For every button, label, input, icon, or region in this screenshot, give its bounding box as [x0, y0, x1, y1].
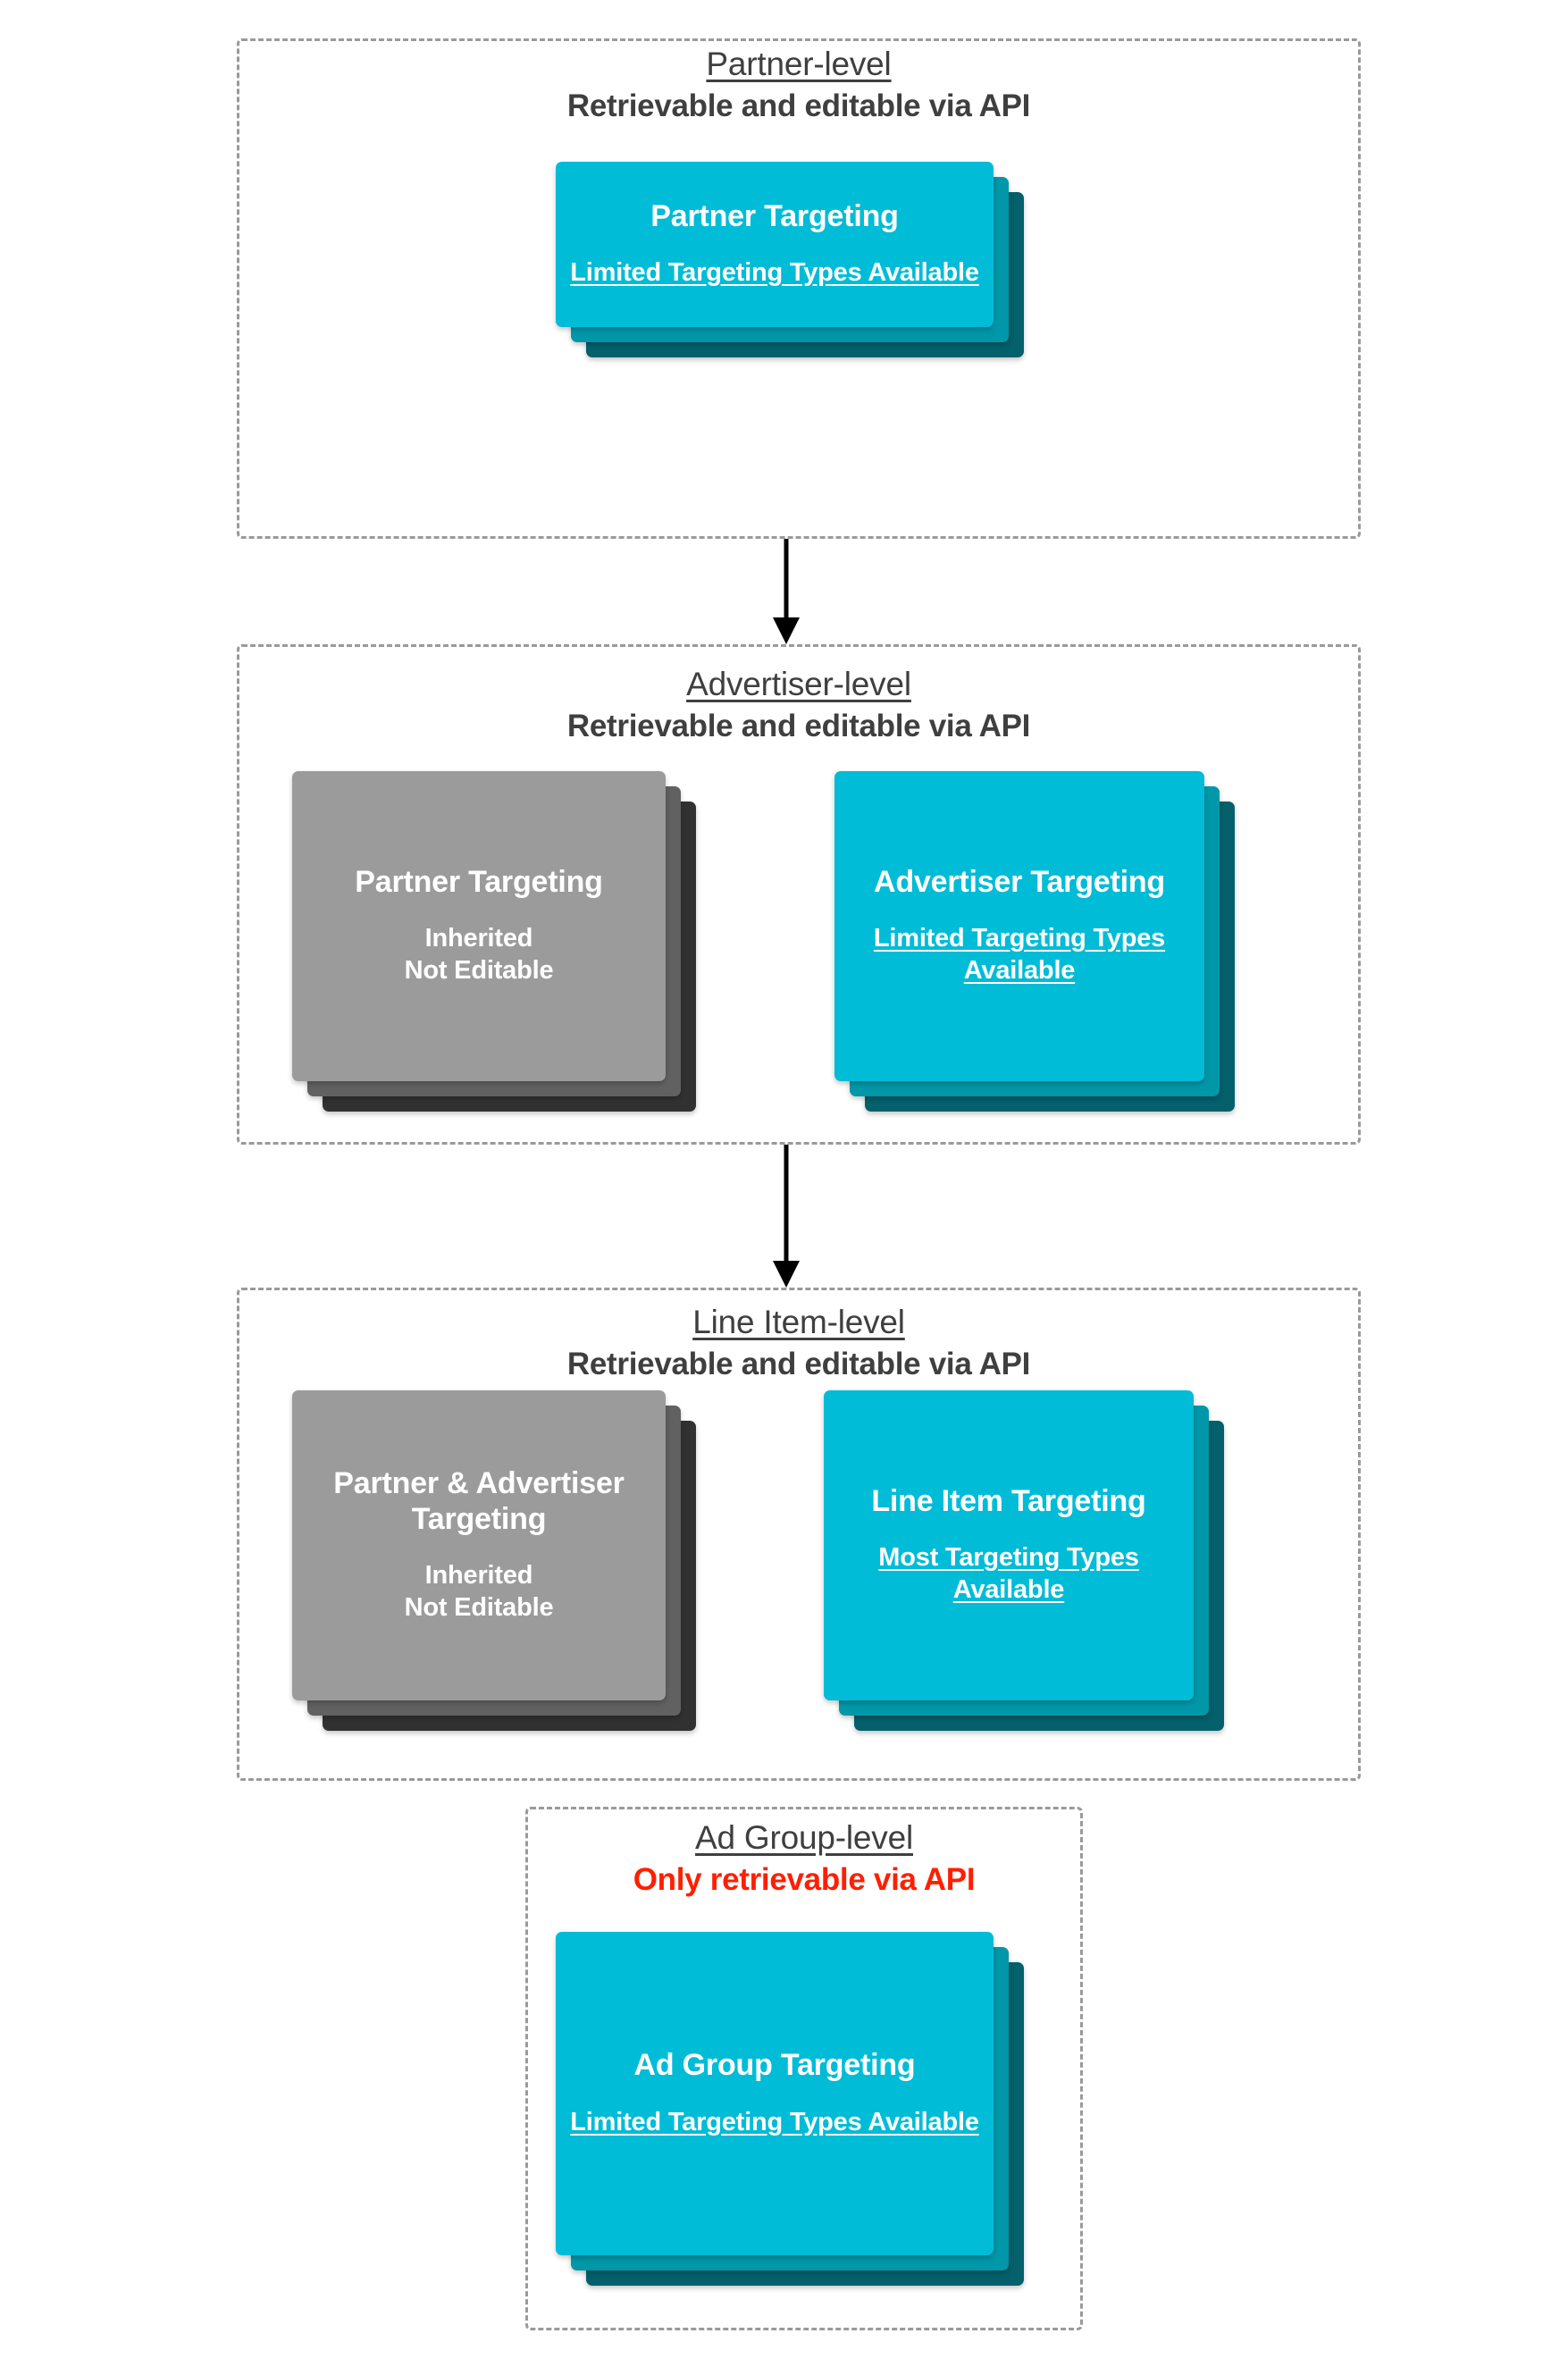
card-title: Ad Group Targeting: [633, 2048, 916, 2083]
card-title: Partner & Advertiser Targeting: [333, 1466, 625, 1536]
card-stack-advertiser-targeting[interactable]: Advertiser Targeting Limited Targeting T…: [834, 771, 1254, 1115]
card-front-inherited-partner-targeting[interactable]: Partner Targeting Inherited Not Editable: [292, 771, 666, 1081]
card-stack-line-item-targeting[interactable]: Line Item Targeting Most Targeting Types…: [824, 1390, 1244, 1734]
card-front-line-item-targeting[interactable]: Line Item Targeting Most Targeting Types…: [824, 1390, 1194, 1700]
card-stack-inherited-partner-advertiser-targeting[interactable]: Partner & Advertiser Targeting Inherited…: [292, 1390, 712, 1734]
card-subtitle: Inherited Not Editable: [404, 1560, 554, 1622]
card-front-advertiser-targeting[interactable]: Advertiser Targeting Limited Targeting T…: [834, 771, 1204, 1081]
level-container-line-item: [237, 1288, 1361, 1781]
connector-advertiser-to-line-item: [768, 1145, 804, 1288]
card-subtitle: Inherited Not Editable: [404, 924, 554, 986]
connector-partner-to-advertiser: [768, 539, 804, 644]
card-subtitle: Most Targeting Types Available: [878, 1543, 1139, 1605]
card-title: Partner Targeting: [650, 198, 899, 233]
card-subtitle: Limited Targeting Types Available: [873, 924, 1166, 986]
card-subtitle: Limited Targeting Types Available: [570, 258, 979, 288]
card-title: Line Item Targeting: [871, 1483, 1146, 1518]
level-container-ad-group: [525, 1807, 1083, 2330]
card-title: Partner Targeting: [355, 864, 603, 899]
card-stack-partner-targeting[interactable]: Partner Targeting Limited Targeting Type…: [556, 162, 1043, 363]
card-front-ad-group-targeting[interactable]: Ad Group Targeting Limited Targeting Typ…: [556, 1932, 994, 2255]
card-front-partner-targeting[interactable]: Partner Targeting Limited Targeting Type…: [556, 162, 994, 327]
card-front-inherited-partner-advertiser-targeting[interactable]: Partner & Advertiser Targeting Inherited…: [292, 1390, 666, 1700]
card-subtitle: Limited Targeting Types Available: [570, 2107, 979, 2136]
level-container-advertiser: [237, 644, 1361, 1145]
level-container-partner: [237, 38, 1361, 539]
card-stack-inherited-partner-targeting[interactable]: Partner Targeting Inherited Not Editable: [292, 771, 712, 1115]
card-title: Advertiser Targeting: [873, 864, 1165, 899]
card-stack-ad-group-targeting[interactable]: Ad Group Targeting Limited Targeting Typ…: [556, 1932, 1043, 2289]
